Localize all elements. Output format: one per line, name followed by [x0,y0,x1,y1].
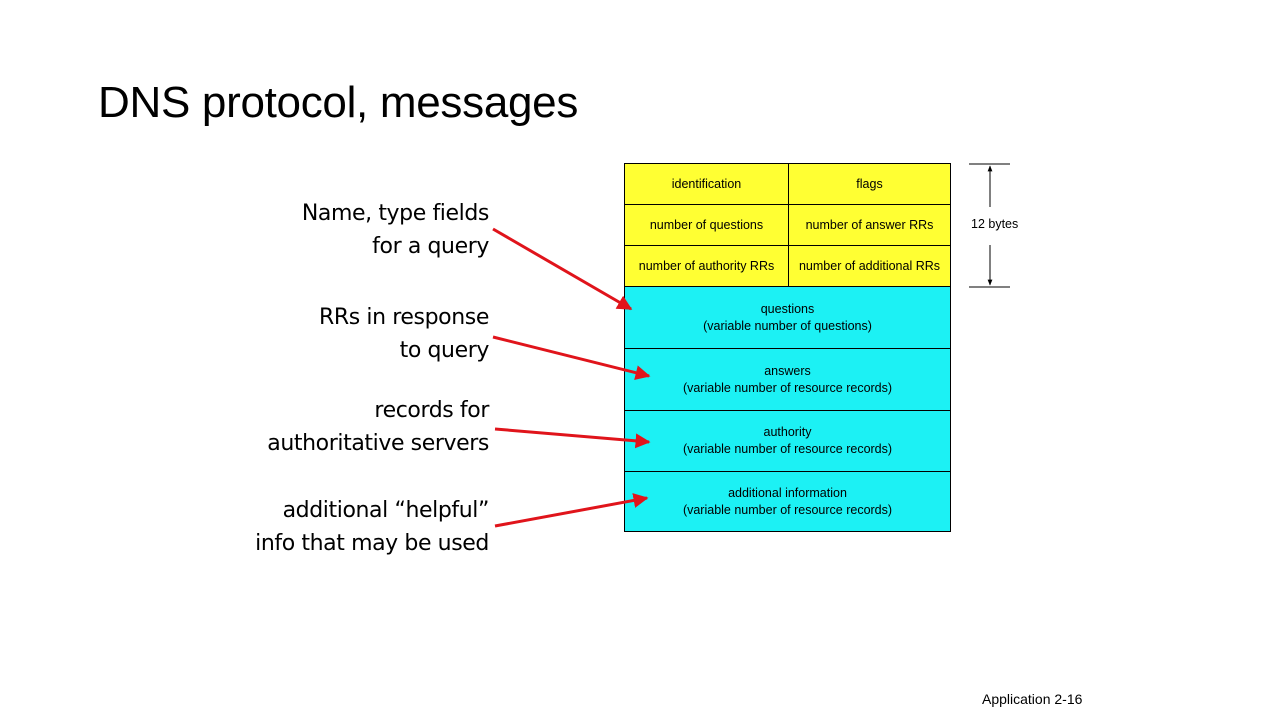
annotation-additional-info: additional “helpful” info that may be us… [255,494,489,560]
annotation-response-rrs: RRs in response to query [319,301,489,367]
header-field-answer-count: number of answer RRs [788,204,951,246]
section-name: authority [763,425,812,439]
field-label: identification [671,176,742,191]
section-additional: additional information (variable number … [624,471,951,532]
header-field-question-count: number of questions [624,204,789,246]
annotation-line: for a query [372,234,489,259]
pointer-arrow-additional [494,493,649,528]
header-size-label: 12 bytes [971,217,1019,231]
section-detail: (variable number of resource records) [682,380,893,395]
slide-footer: Application 2-16 [982,691,1083,707]
annotation-authority-records: records for authoritative servers [267,394,489,460]
header-field-additional-count: number of additional RRs [788,245,951,287]
pointer-arrow-questions [492,227,633,311]
pointer-arrow-authority [494,427,651,449]
annotation-query-fields: Name, type fields for a query [301,197,490,263]
annotation-line: to query [399,338,490,363]
section-authority: authority (variable number of resource r… [624,410,951,472]
pointer-arrow-answers [492,335,651,381]
header-field-flags: flags [788,163,951,205]
annotation-line: authoritative servers [267,431,489,456]
section-name: questions [760,301,815,316]
header-field-authority-count: number of authority RRs [624,245,789,287]
section-name: answers [764,363,811,378]
section-detail: (variable number of questions) [703,318,872,333]
annotation-line: RRs in response [318,305,489,330]
field-label: number of answer RRs [805,217,934,232]
field-label: flags [856,176,883,191]
annotation-line: Name, type fields [301,201,490,226]
annotation-line: additional “helpful” [282,498,490,523]
field-label: number of additional RRs [798,258,941,273]
annotation-line: info that may be used [255,531,489,556]
section-name: additional information [728,485,847,500]
field-label: number of questions [649,217,764,232]
section-detail: (variable number of resource records) [682,442,893,456]
annotation-line: records for [374,398,489,423]
section-detail: (variable number of resource records) [682,502,893,517]
slide-title: DNS protocol, messages [98,78,579,127]
section-questions: questions (variable number of questions) [624,286,951,349]
field-label: number of authority RRs [638,258,775,273]
